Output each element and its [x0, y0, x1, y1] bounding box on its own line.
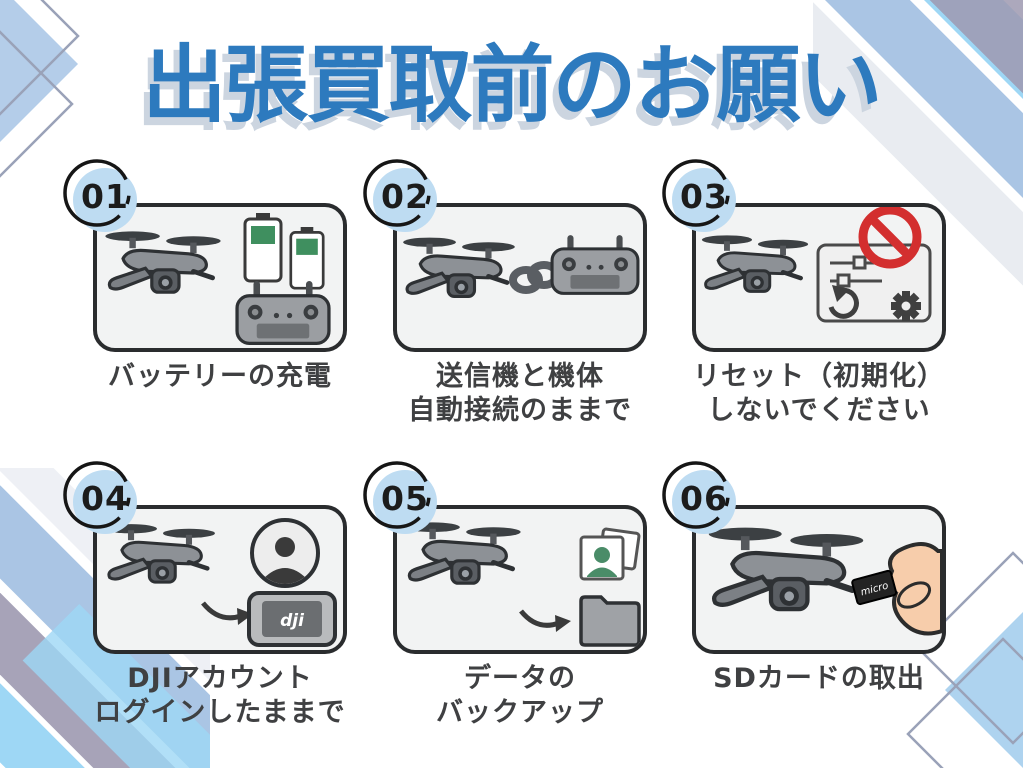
- illustration-box: [393, 203, 647, 352]
- caption-line: バッテリーの充電: [108, 361, 332, 392]
- panel-battery-charge: 01 バッテリーの充電: [63, 159, 347, 394]
- step-number: 06: [680, 479, 728, 518]
- panel-caption: バッテリーの充電: [93, 360, 347, 394]
- remote-controller-icon: [550, 235, 640, 295]
- step-number: 05: [381, 479, 429, 518]
- panel-dji-account: 04 dji DJIアカウント ログインし: [63, 461, 347, 730]
- step-number-badge: 03: [661, 158, 741, 238]
- hand-icon: [887, 542, 942, 636]
- curved-arrow-icon: [519, 609, 571, 632]
- step-number-badge: 01: [62, 158, 142, 238]
- panel-caption: リセット（初期化） しないでください: [692, 360, 946, 428]
- step-number: 01: [81, 177, 129, 216]
- step-number-badge: 05: [362, 460, 442, 540]
- panel-caption: データの バックアップ: [393, 662, 647, 730]
- drone-icon: [105, 231, 220, 292]
- dji-device-icon: dji: [247, 591, 337, 647]
- caption-line: バックアップ: [436, 697, 604, 728]
- drone-icon: [403, 238, 515, 297]
- panel-no-reset: 03: [662, 159, 946, 428]
- panel-keep-paired: 02 送信機と機体 自動接続のままで: [363, 159, 647, 428]
- drone-icon: [702, 235, 808, 291]
- step-number: 04: [81, 479, 129, 518]
- curved-arrow-icon: [201, 601, 253, 625]
- photos-icon: [579, 527, 641, 581]
- step-number: 03: [680, 177, 728, 216]
- dji-logo: dji: [280, 611, 305, 631]
- step-number-badge: 06: [661, 460, 741, 540]
- panel-data-backup: 05 データの バックアップ: [363, 461, 647, 730]
- link-icon: [509, 261, 561, 294]
- battery-icon: [289, 227, 325, 290]
- illustration-box: [93, 203, 347, 352]
- panel-sd-card-removal: 06 micro SDカードの取出: [662, 461, 946, 696]
- step-number-badge: 02: [362, 158, 442, 238]
- panel-caption: SDカードの取出: [692, 662, 946, 696]
- user-avatar-icon: [250, 518, 320, 588]
- step-number-badge: 04: [62, 460, 142, 540]
- step-number: 02: [381, 177, 429, 216]
- caption-line: 自動接続のままで: [408, 395, 632, 426]
- caption-line: ログインしたままで: [94, 697, 346, 728]
- caption-line: 送信機と機体: [436, 361, 604, 392]
- folder-icon: [579, 595, 641, 647]
- caption-line: しないでください: [707, 395, 931, 426]
- illustration-box: [393, 505, 647, 654]
- panel-caption: DJIアカウント ログインしたままで: [93, 662, 347, 730]
- panel-caption: 送信機と機体 自動接続のままで: [393, 360, 647, 428]
- caption-line: SDカードの取出: [713, 663, 925, 694]
- battery-icon: [243, 213, 283, 283]
- page-title: 出張買取前のお願い: [142, 36, 882, 134]
- caption-line: DJIアカウント: [127, 663, 313, 694]
- sd-card-icon: micro: [851, 569, 898, 606]
- caption-line: リセット（初期化）: [693, 361, 945, 392]
- illustration-box: micro: [692, 505, 946, 654]
- gear-icon: [891, 291, 921, 321]
- remote-controller-icon: [235, 281, 331, 345]
- caption-line: データの: [464, 663, 576, 694]
